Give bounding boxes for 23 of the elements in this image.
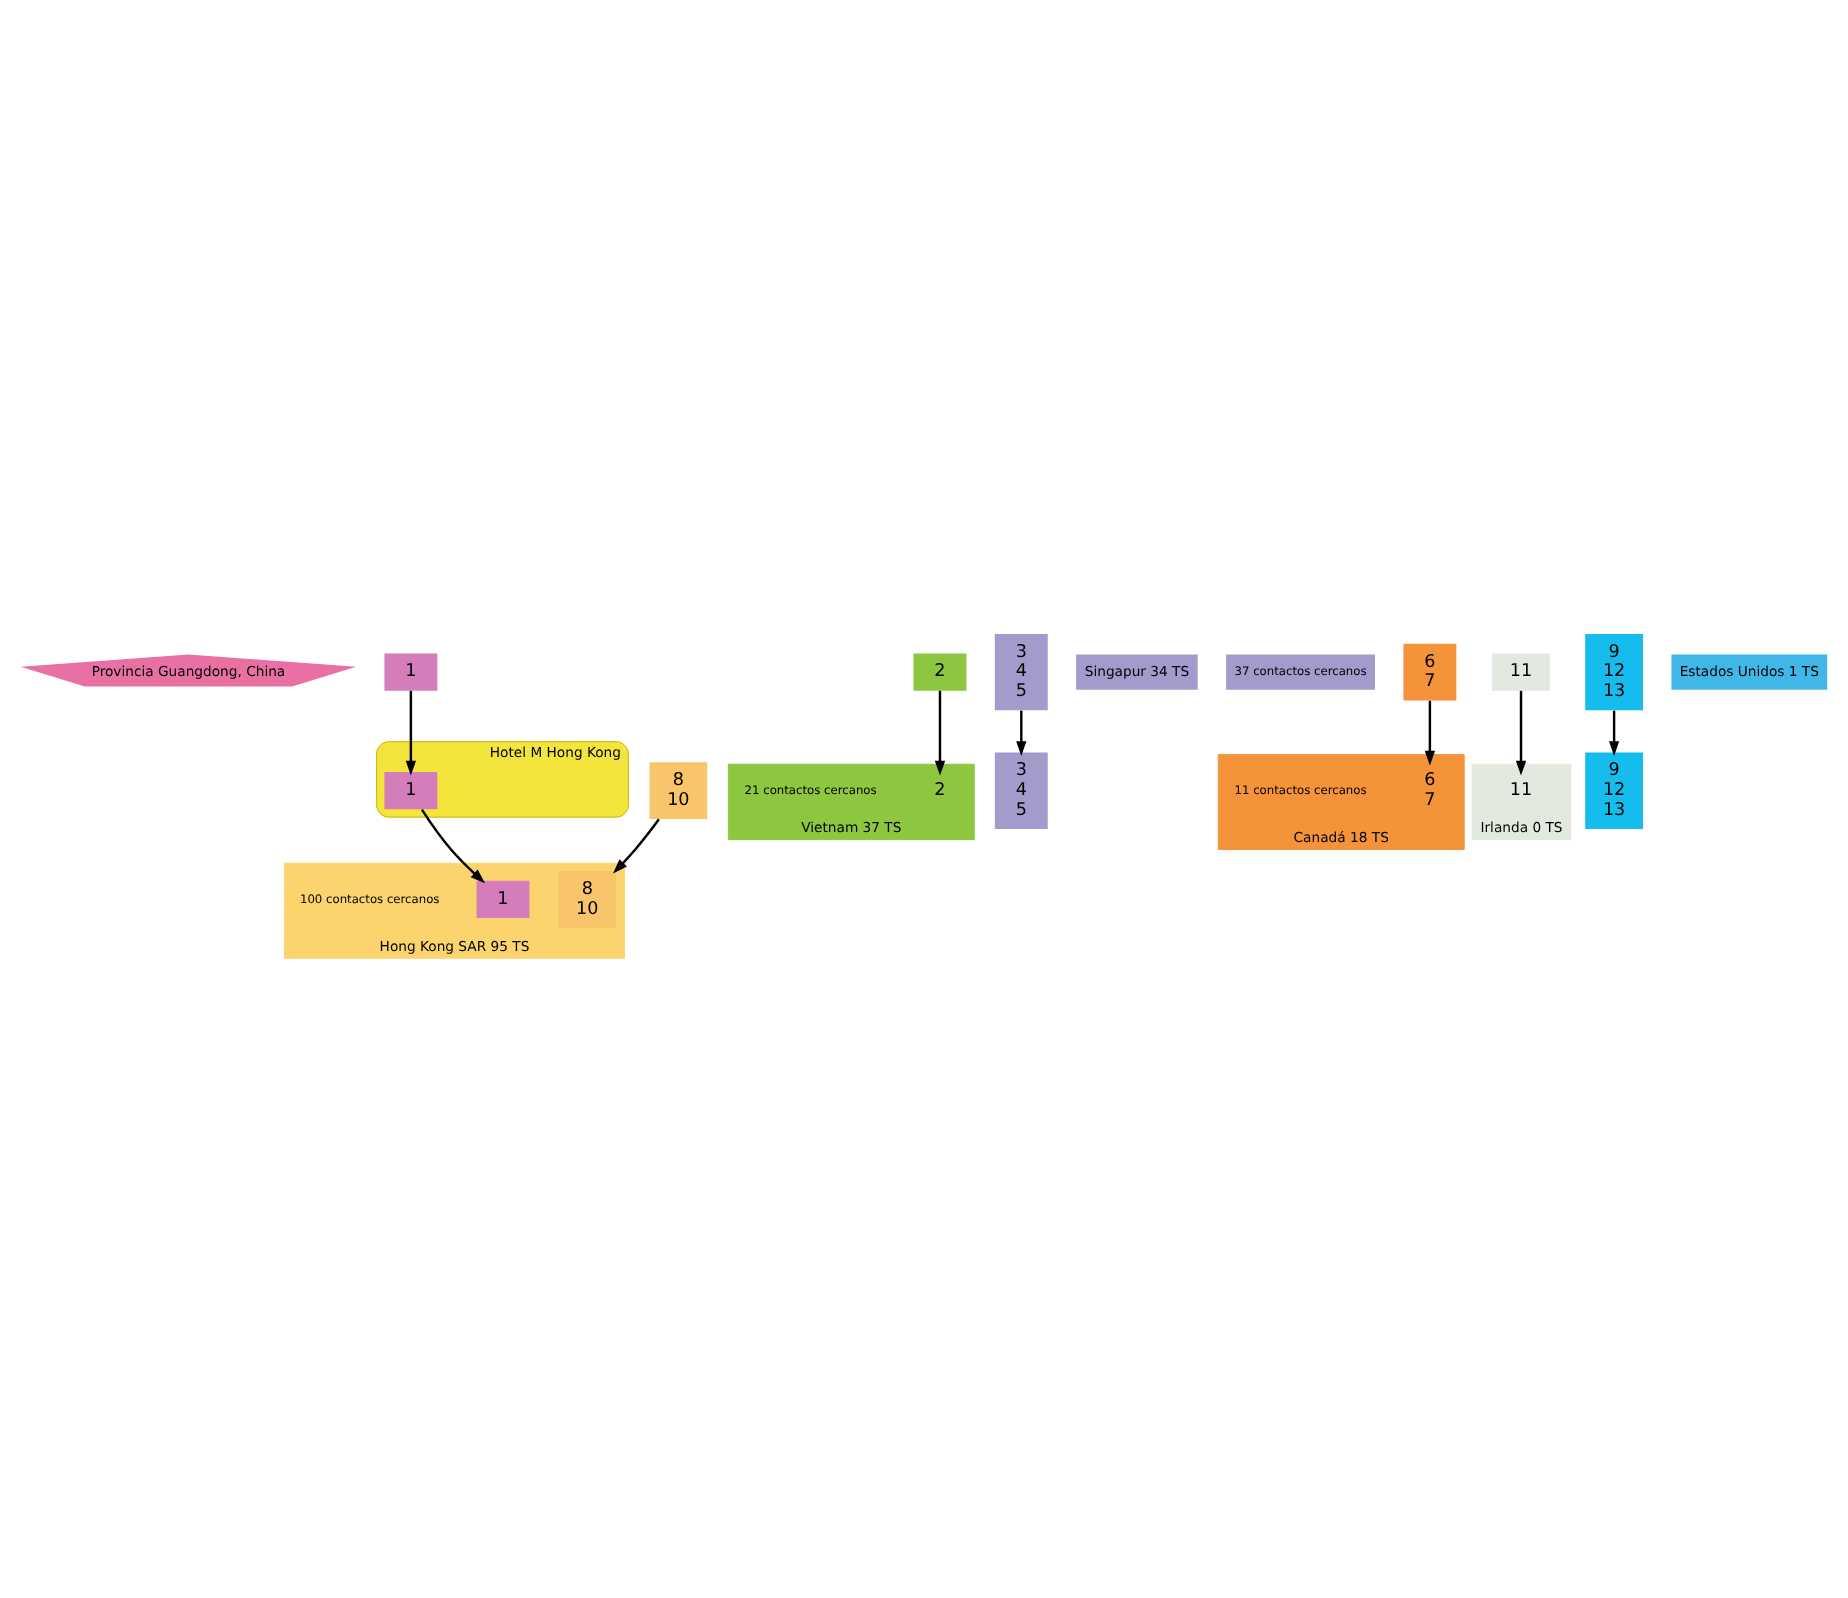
node-box: 1 [476, 879, 530, 918]
arrow [934, 689, 946, 775]
node-box: 8 10 [649, 761, 708, 819]
node-box: 11 [1492, 652, 1550, 690]
node-box: 3 4 5 [994, 751, 1048, 828]
node-box: 1 [384, 652, 438, 690]
arrow [420, 807, 486, 883]
arrow [1515, 689, 1527, 775]
arrow [1016, 709, 1027, 755]
node-box: 1 [384, 771, 438, 809]
node-text: 2 [934, 780, 946, 800]
node-box: 3 4 5 [994, 632, 1048, 710]
node-box: 9 12 13 [1585, 632, 1643, 710]
arrow [1424, 699, 1436, 765]
arrow [405, 689, 417, 775]
node-box: 8 10 [558, 870, 617, 927]
node-text: 6 7 [1424, 770, 1436, 810]
node-box: 2 [913, 652, 967, 690]
node-box: 6 7 [1403, 642, 1457, 700]
arrow [613, 817, 660, 873]
arrow [1608, 709, 1620, 755]
node-text: 11 [1509, 780, 1533, 800]
node-box: 9 12 13 [1585, 751, 1643, 828]
